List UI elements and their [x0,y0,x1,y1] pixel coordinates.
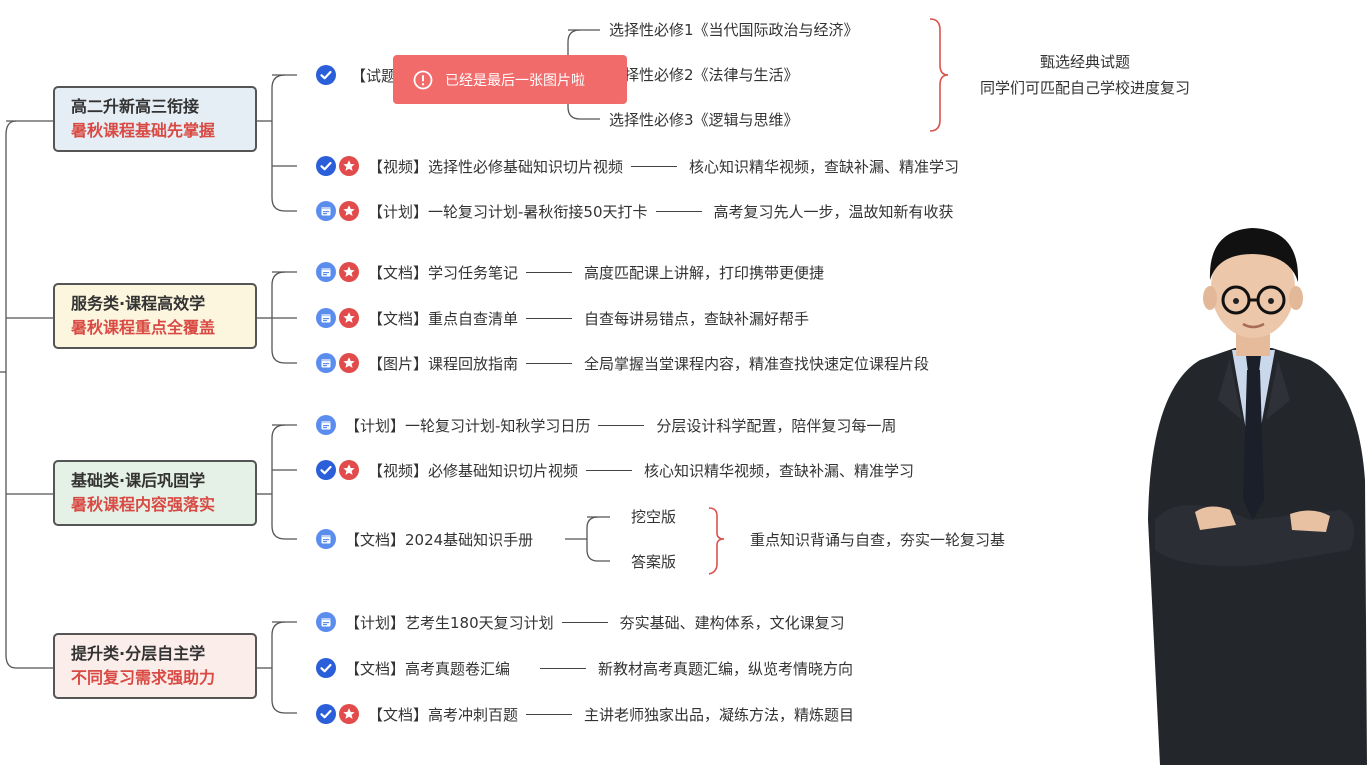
category-box-3: 基础类·课后巩固学 暑秋课程内容强落实 [53,460,257,526]
item-label: 【计划】一轮复习计划-知秋学习日历 [345,416,591,435]
category-box-4: 提升类·分层自主学 不同复习需求强助力 [53,633,257,699]
connector-dash [526,271,573,273]
list-item: 【文档】高考真题卷汇编 新教材高考真题汇编，纵览考情晓方向 [316,656,853,680]
list-item: 【文档】高考冲刺百题 主讲老师独家出品，凝练方法，精炼题目 [316,702,854,726]
connector-dash [540,667,587,669]
toast-message: 已经是最后一张图片啦 [445,72,585,89]
list-item: 【文档】重点自查清单 自查每讲易错点，查缺补漏好帮手 [316,306,809,330]
list-item: 【计划】一轮复习计划-知秋学习日历 分层设计科学配置，陪伴复习每一周 [316,413,896,437]
item-description: 主讲老师独家出品，凝练方法，精炼题目 [584,705,855,724]
item-label: 【计划】艺考生180天复习计划 [345,613,554,632]
check-icon [316,658,336,678]
item-description: 核心知识精华视频，查缺补漏、精准学习 [644,461,915,480]
calendar-icon [316,308,336,328]
item-description: 高考复习先人一步，温故知新有收获 [713,202,954,221]
list-item: 【视频】必修基础知识切片视频 核心知识精华视频，查缺补漏、精准学习 [316,458,914,482]
item-description: 分层设计科学配置，陪伴复习每一周 [656,416,897,435]
handbook-version: 挖空版 [631,508,677,526]
handbook-note-clip: 重点知识背诵与自查，夯实一轮复习基 [750,527,1056,551]
list-item: 【计划】一轮复习计划-暑秋衔接50天打卡 高考复习先人一步，温故知新有收获 [316,199,954,223]
category-title: 服务类·课程高效学 [71,294,206,313]
elective-item: 选择性必修1《当代国际政治与经济》 [609,21,859,39]
item-label: 【视频】必修基础知识切片视频 [368,461,579,480]
connector-dash [631,165,678,167]
elective-item: 选择性必修3《逻辑与思维》 [609,111,799,129]
alert-circle-icon [413,70,433,89]
calendar-icon [316,612,336,632]
item-label: 【文档】高考冲刺百题 [368,705,519,724]
connector-dash [526,362,573,364]
check-icon [316,156,336,176]
item-description: 自查每讲易错点，查缺补漏好帮手 [584,309,810,328]
calendar-icon [316,415,336,435]
elective-note-line1: 甄选经典试题 [1039,53,1130,71]
item-description: 新教材高考真题汇编，纵览考情晓方向 [598,659,854,678]
category-title: 提升类·分层自主学 [71,644,206,663]
item-label: 【文档】2024基础知识手册 [345,530,534,549]
star-icon [339,308,359,328]
elective-item: 选择性必修2《法律与生活》 [609,66,799,84]
connector-dash [526,713,573,715]
list-item: 【图片】课程回放指南 全局掌握当堂课程内容，精准查找快速定位课程片段 [316,351,929,375]
category-box-2: 服务类·课程高效学 暑秋课程重点全覆盖 [53,283,257,349]
calendar-icon [316,262,336,282]
item-description: 全局掌握当堂课程内容，精准查找快速定位课程片段 [584,354,930,373]
toast-notification: 已经是最后一张图片啦 [393,55,627,104]
check-icon [316,65,336,85]
item-label: 【计划】一轮复习计划-暑秋衔接50天打卡 [368,202,648,221]
star-icon [339,201,359,221]
list-item: 【文档】学习任务笔记 高度匹配课上讲解，打印携带更便捷 [316,260,824,284]
category-box-1: 高二升新高三衔接 暑秋课程基础先掌握 [53,86,257,152]
item-label: 【视频】选择性必修基础知识切片视频 [368,157,624,176]
category-title: 高二升新高三衔接 [71,97,200,116]
connector-dash [561,621,608,623]
list-item: 【视频】选择性必修基础知识切片视频 核心知识精华视频，查缺补漏、精准学习 [316,154,959,178]
item-label: 【文档】高考真题卷汇编 [345,659,511,678]
item-description: 夯实基础、建构体系，文化课复习 [619,613,845,632]
connector-dash [598,424,645,426]
item-description: 高度匹配课上讲解，打印携带更便捷 [584,263,825,282]
elective-note: 甄选经典试题 同学们可匹配自己学校进度复习 [955,49,1215,101]
calendar-icon [316,201,336,221]
item-label: 【文档】重点自查清单 [368,309,519,328]
calendar-icon [316,529,336,549]
item-label: 【图片】课程回放指南 [368,354,519,373]
star-icon [339,704,359,724]
category-subtitle: 暑秋课程内容强落实 [71,495,216,514]
item-label: 【文档】学习任务笔记 [368,263,519,282]
calendar-icon [316,353,336,373]
presenter-figure [1148,228,1367,765]
category-subtitle: 暑秋课程重点全覆盖 [71,318,216,337]
handbook-version: 答案版 [631,553,677,571]
list-item: 【计划】艺考生180天复习计划 夯实基础、建构体系，文化课复习 [316,610,845,634]
check-icon [316,460,336,480]
category-subtitle: 不同复习需求强助力 [71,668,216,687]
category-title: 基础类·课后巩固学 [71,471,206,490]
star-icon [339,156,359,176]
star-icon [339,262,359,282]
category-subtitle: 暑秋课程基础先掌握 [71,121,216,140]
connector-dash [526,317,573,319]
elective-note-line2: 同学们可匹配自己学校进度复习 [979,79,1190,97]
item-description: 核心知识精华视频，查缺补漏、精准学习 [689,157,960,176]
connector-dash [586,469,633,471]
star-icon [339,353,359,373]
list-item: 【文档】2024基础知识手册 [316,527,533,551]
star-icon [339,460,359,480]
connector-dash [655,210,702,212]
handbook-note: 重点知识背诵与自查，夯实一轮复习基 [750,531,1006,549]
check-icon [316,704,336,724]
